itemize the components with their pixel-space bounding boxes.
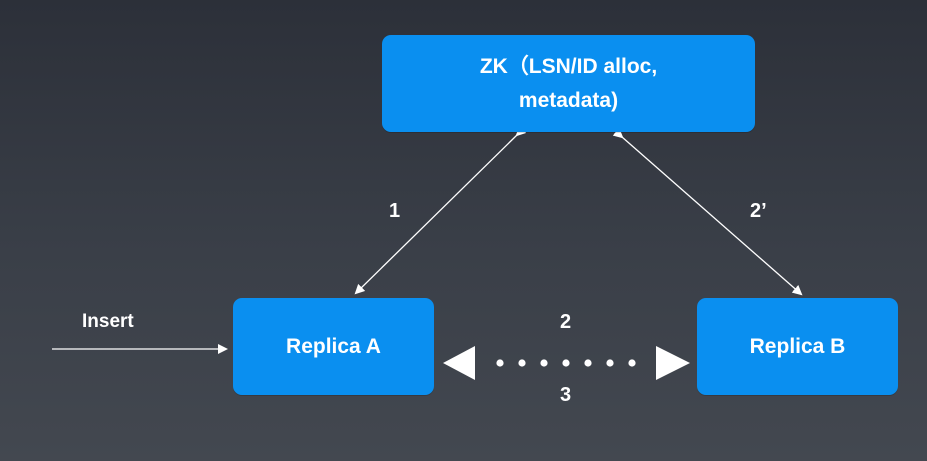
dot [628,359,636,367]
zk-node-label-line1: ZK（LSN/ID alloc, [479,54,658,78]
edge-zk-replica-b [612,127,803,296]
replica-a-label: Replica A [286,334,381,358]
dot [562,359,570,367]
dot [606,359,614,367]
dot [540,359,548,367]
edge-replica-a-replica-b [443,346,690,380]
right-arrowhead [656,346,690,380]
replica-b-label: Replica B [749,334,846,358]
edge-zk-replica-a [354,125,527,295]
edge-label-3: 3 [560,384,572,406]
edge-label-2: 2 [560,311,572,333]
replica-b-node[interactable]: Replica B [697,298,898,395]
insert-label: Insert [82,311,134,332]
edge-label-1: 1 [389,200,401,222]
dot [496,359,504,367]
dot [518,359,526,367]
zk-node-label-line2: metadata) [518,88,619,112]
zk-node[interactable]: ZK（LSN/ID alloc, metadata) [382,35,755,132]
left-arrowhead [443,346,475,380]
dot [584,359,592,367]
replica-a-node[interactable]: Replica A [233,298,434,395]
edge-label-2-prime: 2’ [750,200,767,222]
